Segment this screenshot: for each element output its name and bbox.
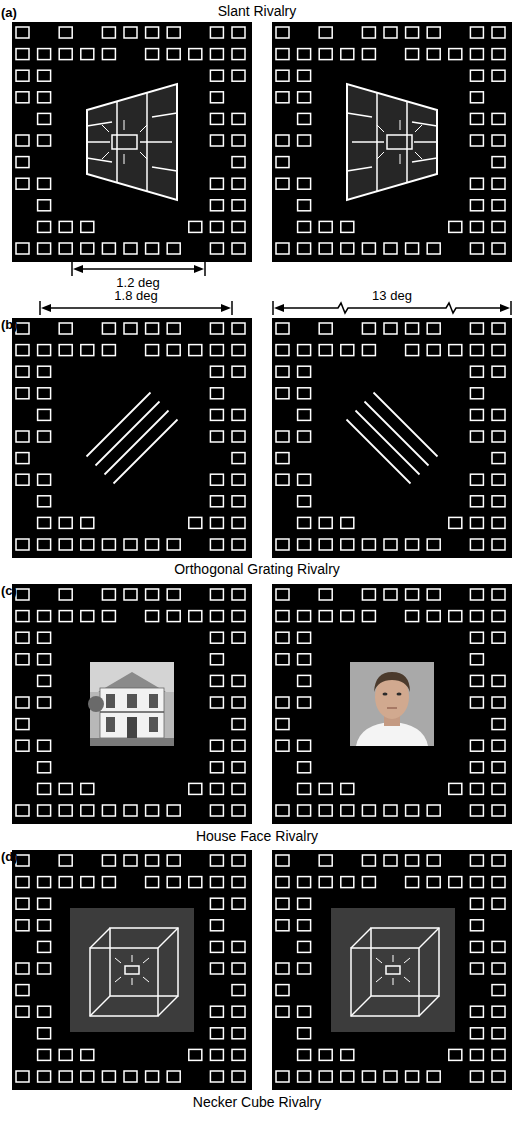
panel-letter: (c) bbox=[1, 584, 17, 599]
right-eye-cube bbox=[272, 850, 512, 1090]
right-eye-face bbox=[272, 584, 512, 824]
dimension-label: 1.8 deg bbox=[114, 289, 157, 304]
left-eye-grating bbox=[12, 318, 252, 558]
dimension-label: 13 deg bbox=[372, 289, 412, 304]
panel-caption: Necker Cube Rivalry bbox=[193, 1094, 321, 1110]
panel-letter: (a) bbox=[1, 6, 17, 21]
dimension-arrow bbox=[72, 262, 205, 276]
left-eye-cube bbox=[12, 850, 252, 1090]
dimension-arrow bbox=[273, 301, 511, 315]
panel-letter: (b) bbox=[1, 318, 18, 333]
panel-caption: Orthogonal Grating Rivalry bbox=[174, 561, 340, 577]
panel-letter: (d) bbox=[1, 850, 18, 865]
panel-caption: Slant Rivalry bbox=[218, 3, 297, 19]
left-eye-slant bbox=[12, 22, 252, 262]
right-eye-slant bbox=[272, 22, 512, 262]
dimension-arrow bbox=[40, 301, 232, 315]
panel-caption: House Face Rivalry bbox=[196, 828, 318, 844]
left-eye-house bbox=[12, 584, 252, 824]
right-eye-grating bbox=[272, 318, 512, 558]
